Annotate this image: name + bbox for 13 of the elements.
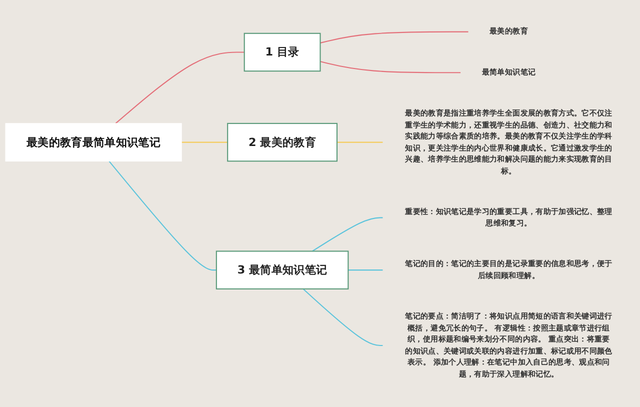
connector (302, 288, 384, 346)
node-box: 1 目录 (244, 33, 321, 72)
connector (108, 161, 216, 272)
connector (320, 32, 469, 44)
connector (312, 218, 384, 252)
connector (348, 270, 384, 272)
node-box: 3 最简单知识笔记 (216, 251, 349, 290)
connector (182, 142, 228, 144)
connector (115, 52, 244, 124)
node-box: 2 最美的教育 (227, 123, 338, 162)
node-box: 最美的教育最简单知识笔记 (5, 124, 182, 162)
connector (320, 61, 461, 74)
connector (337, 142, 384, 144)
